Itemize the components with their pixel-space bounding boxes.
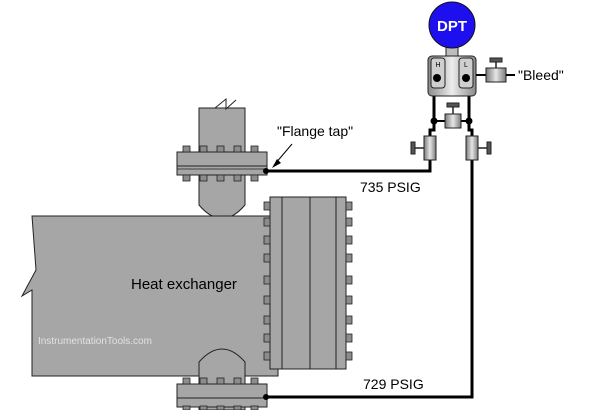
exchanger-shell — [20, 215, 279, 377]
flange-bolt — [250, 405, 259, 410]
upper-pressure-label: 735 PSIG — [360, 179, 421, 195]
flange-bolt — [250, 145, 259, 153]
flange-bolt — [182, 405, 191, 410]
low-port-label: L — [464, 62, 468, 69]
flange-bolt — [233, 145, 242, 153]
flange-bolt — [345, 275, 353, 285]
dpt-head — [428, 1, 476, 49]
flange-tap-pointer — [263, 143, 293, 400]
dp-transmitter: H L DPT — [427, 1, 477, 97]
watermark: InstrumentationTools.com — [38, 336, 152, 347]
equalizing-manifold — [430, 102, 473, 129]
flange-bolt — [345, 315, 353, 325]
flange-bolt — [199, 405, 208, 410]
flange-bolt — [199, 377, 208, 385]
upper-flange — [176, 97, 268, 182]
flange-bolt — [216, 174, 225, 182]
flange-bolt — [263, 315, 271, 325]
flange-bolt — [263, 295, 271, 305]
bleed-valve — [476, 57, 515, 83]
lower-pressure-label: 729 PSIG — [363, 376, 424, 392]
flange-bolt — [216, 405, 225, 410]
flange-bolt — [345, 333, 353, 343]
flange-bolt — [233, 405, 242, 410]
pipe-break-mark — [214, 97, 237, 111]
flange-bolt — [216, 377, 225, 385]
high-block-valve — [410, 135, 437, 161]
flange-bolt — [182, 174, 191, 182]
flange-bolt — [233, 377, 242, 385]
high-port-label: H — [435, 62, 440, 69]
flange-bolt — [233, 174, 242, 182]
flange-bolt — [263, 351, 271, 361]
flange-bolt — [345, 217, 353, 227]
heat-exchanger-label: Heat exchanger — [131, 276, 237, 293]
flange-bolt — [199, 174, 208, 182]
flange-bolt — [263, 253, 271, 263]
flange-bolt — [199, 145, 208, 153]
channel-head — [263, 196, 353, 370]
flange-bolt — [345, 253, 353, 263]
flange-tap-label: "Flange tap" — [277, 123, 353, 139]
bleed-label: "Bleed" — [518, 67, 564, 83]
flange-bolt — [263, 217, 271, 227]
low-block-valve — [465, 135, 492, 161]
flange-bolt — [250, 377, 259, 385]
flange-bolt — [345, 351, 353, 361]
flange-bolt — [345, 235, 353, 245]
lower-flange — [176, 377, 268, 410]
flange-bolt — [182, 145, 191, 153]
dpt-label: DPT — [437, 18, 467, 35]
flange-bolt — [345, 295, 353, 305]
flange-bolt — [250, 174, 259, 182]
flange-bolt — [263, 235, 271, 245]
flange-bolt — [216, 145, 225, 153]
flange-bolt — [263, 333, 271, 343]
flange-bolt — [263, 201, 271, 211]
flange-bolt — [182, 377, 191, 385]
flange-bolt — [263, 275, 271, 285]
flange-bolt — [345, 201, 353, 211]
